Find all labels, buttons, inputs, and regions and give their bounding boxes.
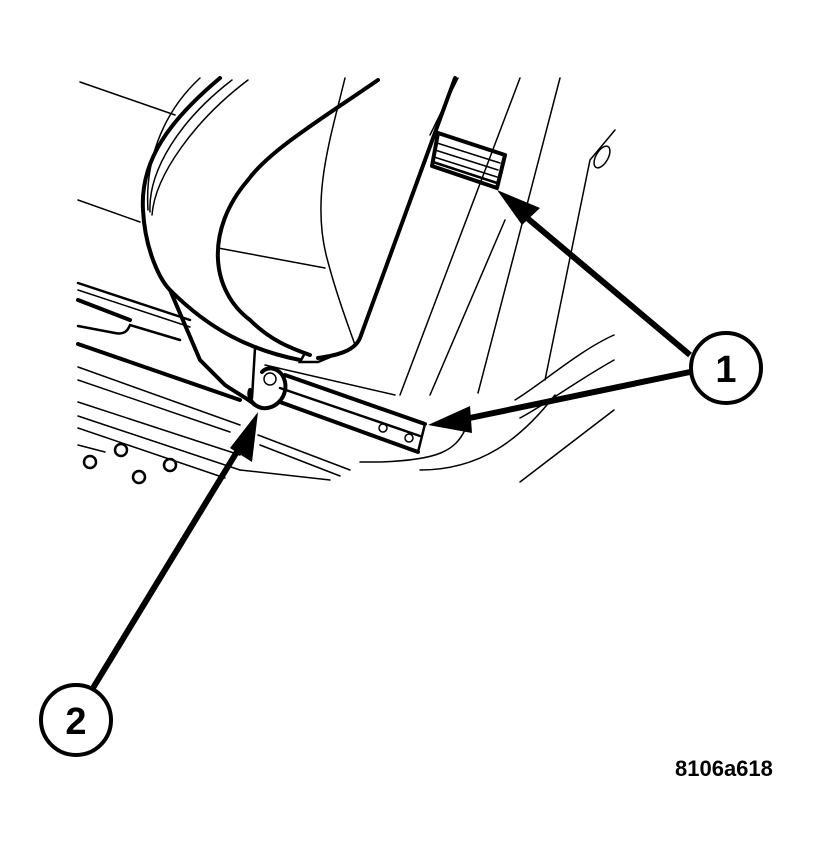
callout-2-number: 2 [65,701,86,743]
upper-rail-section [430,131,507,190]
seat [140,76,457,364]
lower-track-rail [76,281,427,485]
figure-id-label: 8106a618 [675,756,773,781]
callout-leaders [90,190,692,690]
callout-1: 1 [689,331,763,405]
background-lines [77,77,616,483]
callout-1-number: 1 [715,349,736,391]
seat-bracket-pivot [168,288,288,411]
callout-2: 2 [39,683,113,757]
